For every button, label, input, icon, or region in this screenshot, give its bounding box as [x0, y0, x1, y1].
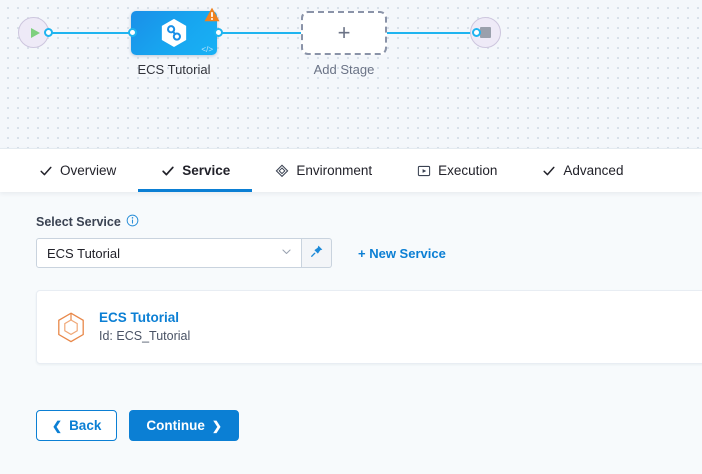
- service-tab-panel: Select Service ECS Tutorial + New S: [0, 192, 702, 474]
- stage-node-ecs-tutorial[interactable]: </>: [131, 7, 220, 55]
- play-icon: [30, 27, 40, 38]
- service-select-value: ECS Tutorial: [47, 245, 120, 261]
- service-card[interactable]: ECS Tutorial Id: ECS_Tutorial: [36, 290, 702, 364]
- stage-tab-bar: Overview Service Environment Execution: [0, 148, 702, 192]
- info-icon[interactable]: [126, 214, 139, 230]
- service-select[interactable]: ECS Tutorial: [36, 238, 302, 268]
- select-service-label: Select Service: [36, 215, 121, 229]
- play-box-icon: [416, 163, 431, 178]
- tab-service-label: Service: [182, 163, 231, 178]
- stage-node-label: ECS Tutorial: [137, 62, 211, 77]
- tab-overview[interactable]: Overview: [16, 149, 138, 192]
- tab-advanced-label: Advanced: [563, 163, 624, 178]
- start-node[interactable]: [18, 17, 49, 48]
- service-hexagon-icon: [58, 311, 84, 342]
- select-service-label-row: Select Service: [36, 214, 702, 230]
- chevron-left-icon: ❮: [52, 418, 63, 433]
- tab-overview-label: Overview: [60, 163, 117, 178]
- add-stage-label: Add Stage: [313, 62, 375, 77]
- back-button-label: Back: [69, 418, 102, 433]
- stop-icon: [480, 27, 491, 38]
- layers-icon: [274, 163, 289, 178]
- connector-dot-start[interactable]: [44, 28, 53, 37]
- check-icon: [541, 163, 556, 178]
- harness-hexagon-icon: [161, 18, 187, 47]
- tab-execution-label: Execution: [438, 163, 498, 178]
- pin-service-button[interactable]: [302, 238, 332, 268]
- continue-button-label: Continue: [146, 418, 205, 433]
- tab-execution[interactable]: Execution: [394, 149, 519, 192]
- select-service-row: ECS Tutorial + New Service: [36, 238, 702, 268]
- back-button[interactable]: ❮ Back: [36, 410, 118, 441]
- connector-dot-stage-left[interactable]: [128, 28, 137, 37]
- tab-advanced[interactable]: Advanced: [519, 149, 645, 192]
- check-icon: [38, 163, 53, 178]
- pin-icon: [310, 244, 324, 263]
- new-service-button[interactable]: + New Service: [358, 245, 446, 261]
- service-card-title[interactable]: ECS Tutorial: [99, 310, 180, 326]
- continue-button[interactable]: Continue ❯: [129, 410, 239, 441]
- add-stage-button[interactable]: +: [301, 11, 387, 55]
- tab-service[interactable]: Service: [138, 149, 253, 192]
- tab-environment-label: Environment: [296, 163, 373, 178]
- check-icon: [160, 163, 175, 178]
- tab-environment[interactable]: Environment: [252, 149, 394, 192]
- chevron-down-icon[interactable]: [280, 245, 293, 261]
- footer-button-row: ❮ Back Continue ❯: [36, 410, 702, 441]
- connector-line-stage-to-add: [218, 32, 304, 34]
- connector-dot-end[interactable]: [472, 28, 481, 37]
- plus-icon: +: [337, 20, 351, 45]
- code-brackets-icon[interactable]: </>: [201, 45, 213, 54]
- service-card-id: Id: ECS_Tutorial: [99, 328, 191, 343]
- connector-dot-stage-right[interactable]: [214, 28, 223, 37]
- chevron-right-icon: ❯: [211, 418, 222, 433]
- connector-line-start-to-stage: [46, 32, 132, 34]
- connector-line-add-to-end: [386, 32, 476, 34]
- warning-triangle-icon[interactable]: [204, 7, 220, 22]
- service-card-text: ECS Tutorial Id: ECS_Tutorial: [99, 309, 190, 344]
- pipeline-canvas[interactable]: </> ECS Tutorial + Add Stage: [0, 0, 702, 148]
